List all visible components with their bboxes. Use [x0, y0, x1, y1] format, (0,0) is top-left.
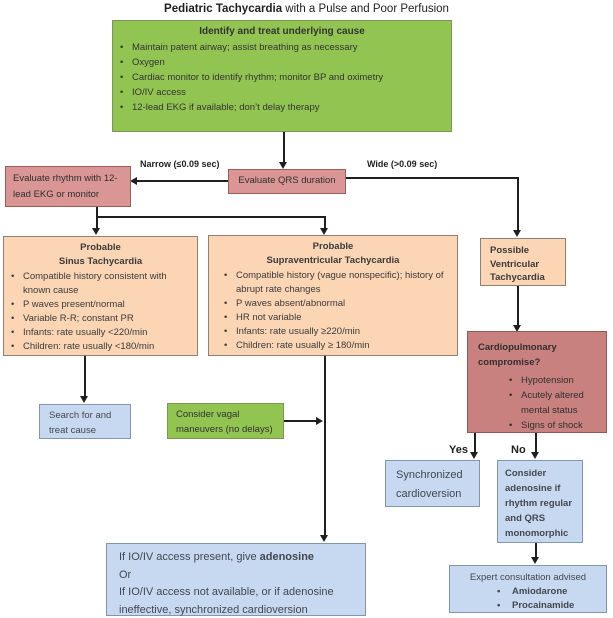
- arrowhead-right-icon: [316, 416, 323, 425]
- no-branch-label: No: [511, 444, 526, 456]
- arrowhead-down-icon: [531, 557, 539, 564]
- connector-svt-to-ioiv: [324, 356, 326, 537]
- arrowhead-left-icon: [130, 176, 137, 185]
- svt-title-line1: Probable: [312, 241, 354, 252]
- search-treat-cause-box: Search for and treat cause: [39, 404, 131, 439]
- sinus-title-line2: Sinus Tachycardia: [58, 256, 143, 267]
- cardio-title-line2: compromise?: [478, 357, 541, 368]
- arrowhead-down-icon: [513, 230, 521, 237]
- list-item: 12-lead EKG if available; don’t delay th…: [119, 100, 404, 115]
- list-item: IO/IV access: [119, 85, 404, 100]
- sinus-tachycardia-box: Probable Sinus Tachycardia Compatible hi…: [3, 236, 198, 356]
- io-iv-line1-pre: If IO/IV access present, give: [119, 551, 260, 563]
- possible-vt-box: Possible Ventricular Tachycardia: [480, 238, 566, 286]
- identify-treat-box: Identify and treat underlying cause Main…: [112, 20, 452, 132]
- page-title: Pediatric Tachycardia with a Pulse and P…: [0, 3, 613, 15]
- connector-qrs-to-pvt-vertical: [517, 177, 519, 231]
- expert-list: Amiodarone Procainamide: [496, 585, 606, 613]
- narrow-branch-label: Narrow (≤0.09 sec): [140, 159, 220, 169]
- wide-branch-label: Wide (>0.09 sec): [367, 159, 438, 169]
- list-item: Procainamide: [496, 599, 606, 613]
- pvt-line2: Ventricular: [490, 258, 540, 270]
- page-title-bold: Pediatric Tachycardia: [164, 3, 283, 15]
- sync-label: Synchronized cardioversion: [396, 469, 463, 500]
- connector-sinus-to-search: [84, 356, 86, 398]
- identify-treat-title: Identify and treat underlying cause: [199, 26, 365, 37]
- connector-pvt-to-cardio: [517, 286, 519, 327]
- connector-qrs-to-pvt-horizontal: [346, 177, 519, 179]
- connector-rhythm-branch-horizontal: [96, 216, 326, 218]
- sinus-list: Compatible history consistent with known…: [10, 270, 191, 354]
- evaluate-rhythm-label: Evaluate rhythm with 12-lead EKG or moni…: [13, 173, 118, 200]
- pvt-line3: Tachycardia: [490, 272, 545, 283]
- connector-vagal-to-line: [284, 420, 317, 422]
- list-item: Compatible history (vague nonspecific); …: [223, 269, 451, 297]
- arrowhead-down-icon: [80, 396, 88, 403]
- list-item: Variable R-R; constant PR: [10, 312, 171, 326]
- list-item: Children: rate usually <180/min: [10, 340, 171, 354]
- svt-box: Probable Supraventricular Tachycardia Co…: [208, 235, 458, 356]
- connector-cardio-no: [535, 433, 537, 454]
- list-item: Hypotension: [508, 373, 602, 388]
- connector-qrs-to-rhythm: [136, 180, 228, 182]
- vagal-maneuvers-box: Consider vagal maneuvers (no delays): [167, 403, 284, 439]
- search-treat-cause-label: Search for and treat cause: [49, 410, 112, 436]
- list-item: Cardiac monitor to identify rhythm; moni…: [119, 70, 404, 85]
- consider-adenosine-box: Consider adenosine if rhythm regular and…: [497, 460, 583, 543]
- io-iv-line1: If IO/IV access present, give adenosine: [119, 549, 365, 567]
- identify-treat-list: Maintain patent airway; assist breathing…: [119, 40, 445, 115]
- arrowhead-down-icon: [531, 452, 539, 459]
- list-item: Amiodarone: [496, 585, 606, 599]
- arrowhead-down-icon: [513, 325, 521, 332]
- cardio-title-line1: Cardiopulmonary: [478, 342, 557, 353]
- list-item: HR not variable: [223, 311, 451, 325]
- expert-consultation-box: Expert consultation advised Amiodarone P…: [449, 565, 607, 613]
- pvt-line1: Possible: [490, 245, 530, 256]
- list-item: P waves absent/abnormal: [223, 297, 451, 311]
- list-item: Oxygen: [119, 55, 404, 70]
- connector-adenosine-to-expert: [535, 543, 537, 559]
- io-iv-line3: If IO/IV access not available, or if ade…: [119, 586, 334, 616]
- list-item: Infants: rate usually ≥220/min: [223, 325, 451, 339]
- list-item: P waves present/normal: [10, 298, 171, 312]
- yes-branch-label: Yes: [449, 444, 468, 456]
- connector-identify-to-qrs: [283, 132, 285, 164]
- synchronized-cardioversion-box: Synchronized cardioversion: [385, 460, 480, 507]
- arrowhead-down-icon: [320, 535, 328, 542]
- expert-title: Expert consultation advised: [469, 572, 587, 583]
- consider-adenosine-label: Consider adenosine if rhythm regular and…: [505, 468, 573, 539]
- svt-title-line2: Supraventricular Tachycardia: [266, 255, 400, 266]
- connector-cardio-yes: [474, 433, 476, 454]
- io-iv-line1-bold: adenosine: [259, 551, 315, 563]
- arrowhead-down-icon: [92, 228, 100, 235]
- io-iv-adenosine-box: If IO/IV access present, give adenosine …: [106, 543, 366, 616]
- sinus-title-line1: Probable: [80, 242, 121, 253]
- cardiopulmonary-compromise-box: Cardiopulmonary compromise? Hypotension …: [467, 331, 607, 433]
- arrowhead-down-icon: [279, 162, 287, 169]
- list-item: Signs of shock: [508, 418, 602, 433]
- connector-rhythm-to-sinus: [96, 207, 98, 229]
- list-item: Infants: rate usually <220/min: [10, 326, 171, 340]
- list-item: Acutely altered mental status: [508, 388, 602, 418]
- connector-rhythm-to-svt: [324, 216, 326, 229]
- page-title-rest: with a Pulse and Poor Perfusion: [282, 3, 449, 15]
- vagal-maneuvers-label: Consider vagal maneuvers (no delays): [176, 409, 273, 435]
- svt-list: Compatible history (vague nonspecific); …: [223, 269, 451, 353]
- io-iv-line2: Or: [119, 568, 132, 581]
- list-item: Children: rate usually ≥ 180/min: [223, 339, 451, 353]
- arrowhead-down-icon: [320, 228, 328, 235]
- cardio-list: Hypotension Acutely altered mental statu…: [508, 373, 602, 433]
- evaluate-qrs-label: Evaluate QRS duration: [238, 175, 336, 186]
- list-item: Maintain patent airway; assist breathing…: [119, 40, 404, 55]
- evaluate-rhythm-box: Evaluate rhythm with 12-lead EKG or moni…: [5, 166, 131, 207]
- evaluate-qrs-box: Evaluate QRS duration: [228, 169, 346, 194]
- arrowhead-down-icon: [470, 452, 478, 459]
- list-item: Compatible history consistent with known…: [10, 270, 171, 298]
